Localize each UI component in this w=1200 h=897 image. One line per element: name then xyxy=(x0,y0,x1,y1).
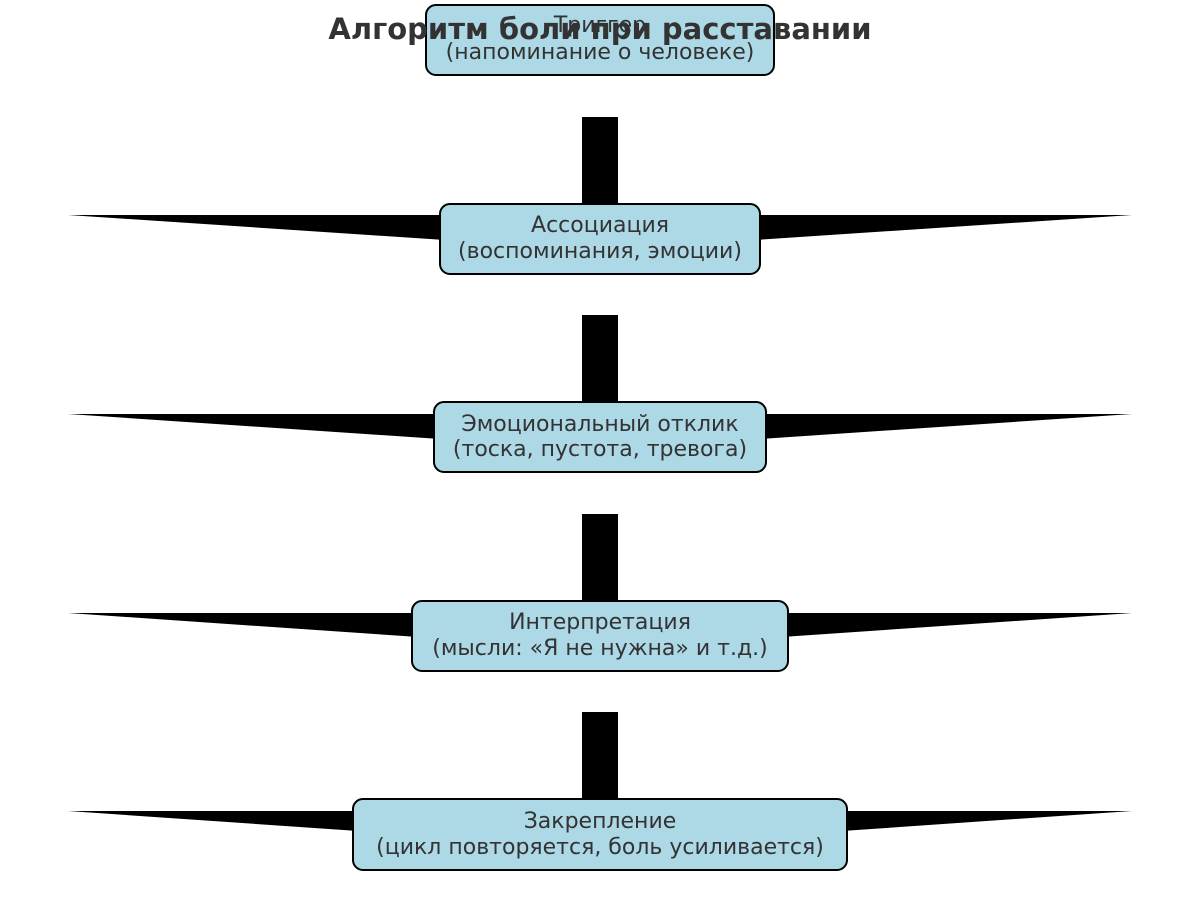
connector-bar-2 xyxy=(582,315,618,403)
node-association: Ассоциация (воспоминания, эмоции) xyxy=(439,203,761,275)
wedge-right-5 xyxy=(842,811,1132,831)
node-interpretation-box xyxy=(411,600,789,672)
node-emotional-response-line1: Эмоциональный отклик xyxy=(461,412,738,437)
node-emotional-response: Эмоциональный отклик (тоска, пустота, тр… xyxy=(433,401,767,473)
node-association-line1: Ассоциация xyxy=(531,213,669,238)
node-reinforcement: Закрепление (цикл повторяется, боль усил… xyxy=(352,798,848,871)
wedge-left-5 xyxy=(68,811,358,831)
node-trigger-line2: (напоминание о человеке) xyxy=(446,40,755,65)
connector-bar-3 xyxy=(582,514,618,602)
node-interpretation-line2: (мысли: «Я не нужна» и т.д.) xyxy=(432,636,768,661)
wedge-right-4 xyxy=(782,613,1132,637)
wedge-left-4 xyxy=(68,613,418,637)
node-trigger-box xyxy=(425,4,775,76)
connector-bar-1 xyxy=(582,117,618,205)
wedge-right-3 xyxy=(760,414,1132,439)
node-interpretation: Интерпретация (мысли: «Я не нужна» и т.д… xyxy=(411,600,789,672)
node-trigger-line1: Триггер xyxy=(553,13,646,38)
node-association-line2: (воспоминания, эмоции) xyxy=(458,239,742,264)
connectors xyxy=(68,117,1132,831)
node-reinforcement-box xyxy=(352,798,848,871)
node-emotional-response-box xyxy=(433,401,767,473)
node-interpretation-line1: Интерпретация xyxy=(509,610,691,635)
node-emotional-response-line2: (тоска, пустота, тревога) xyxy=(453,437,747,462)
connector-bar-4 xyxy=(582,712,618,800)
node-trigger: Триггер (напоминание о человеке) xyxy=(425,4,775,76)
diagram-title: Алгоритм боли при расставании xyxy=(328,12,871,46)
node-reinforcement-line1: Закрепление xyxy=(524,809,677,834)
wedge-left-2 xyxy=(68,215,445,240)
wedge-right-2 xyxy=(755,215,1132,240)
wedge-left-3 xyxy=(68,414,440,439)
node-reinforcement-line2: (цикл повторяется, боль усиливается) xyxy=(376,835,824,860)
node-association-box xyxy=(439,203,761,275)
